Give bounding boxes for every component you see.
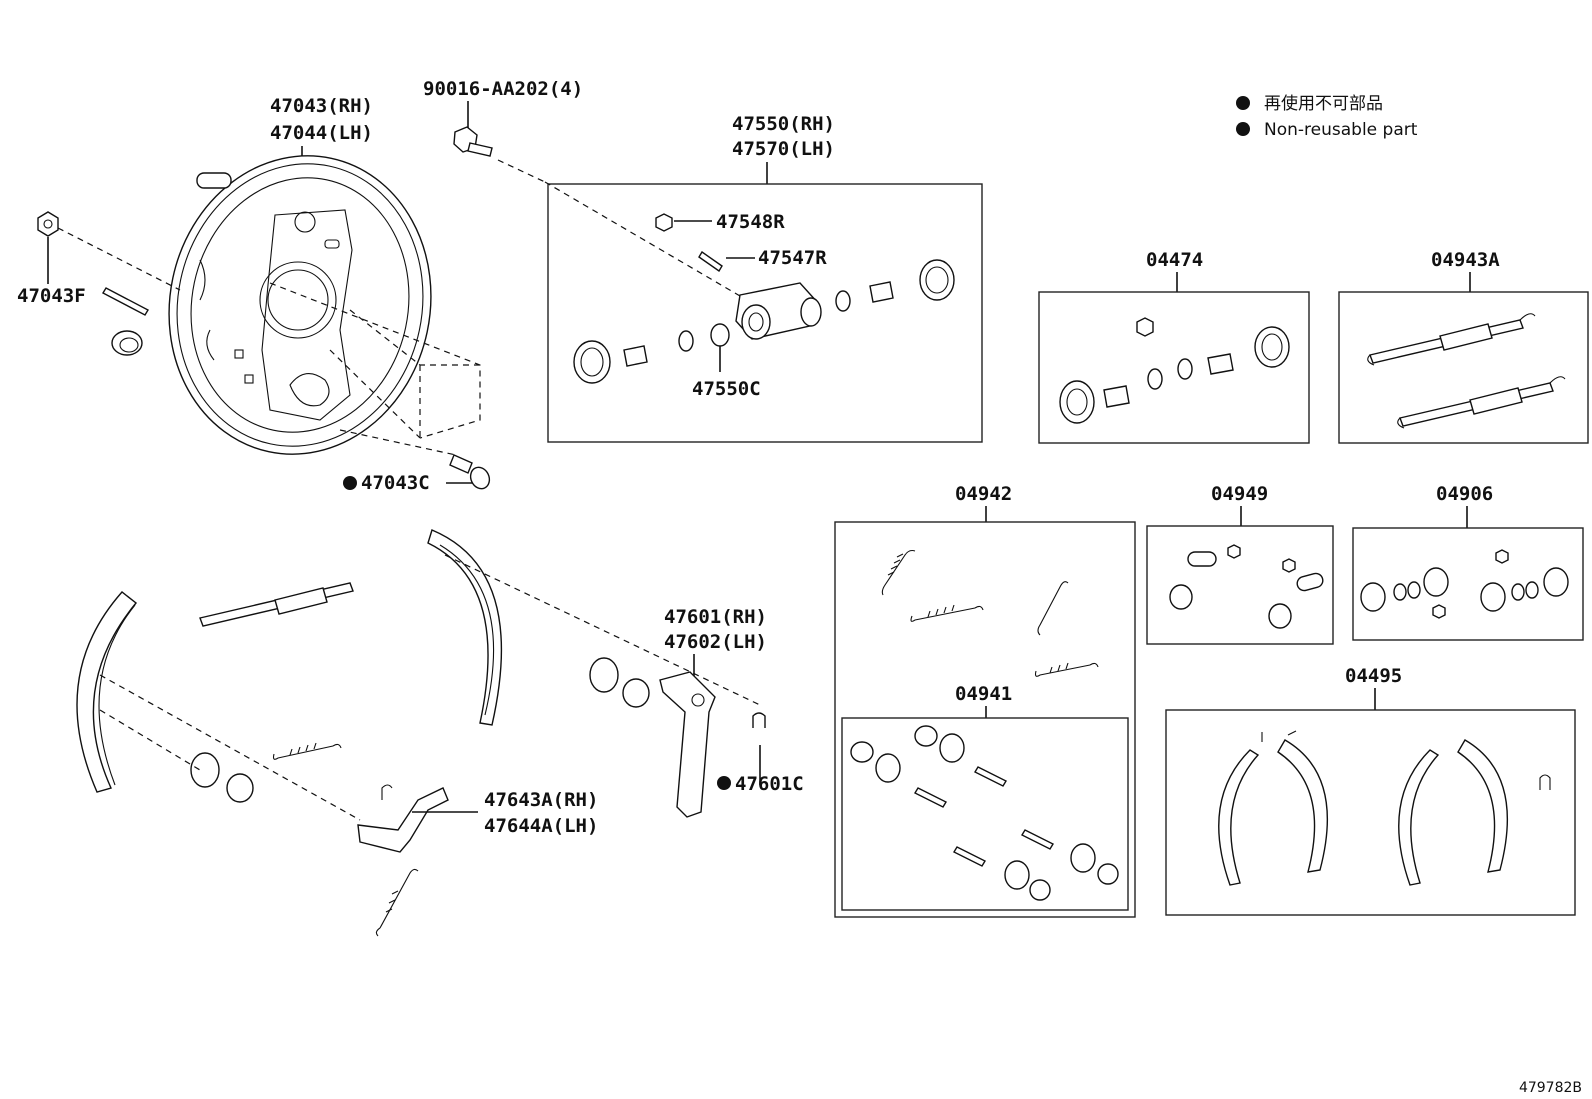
non-reusable-marker-icon [343, 476, 357, 490]
label-47547r: 47547R [758, 247, 827, 269]
non-reusable-marker-icon [1236, 96, 1250, 110]
legend: 再使用不可部品 Non-reusable part [1236, 93, 1418, 140]
part-47643a: 47643A(RH) 47644A(LH) [357, 784, 598, 853]
kit-04495: 04495 [1165, 665, 1576, 916]
wheel-cylinder-assembly: 47550(RH) 47570(LH) 47548R 47547R 47550C [544, 113, 983, 443]
kit-04949: 04949 [1146, 483, 1334, 645]
part-47043f: 47043F [17, 211, 181, 356]
label-47043-rh: 47043(RH) [270, 95, 373, 117]
legend-japanese: 再使用不可部品 [1264, 93, 1383, 114]
label-47550c: 47550C [692, 378, 761, 400]
legend-english: Non-reusable part [1264, 120, 1418, 140]
kit-04943a: 04943A [1338, 249, 1589, 444]
part-90016-aa202: 90016-AA202(4) [423, 78, 583, 183]
label-47601c: 47601C [735, 773, 804, 795]
label-47550-rh: 47550(RH) [732, 113, 835, 135]
label-04495: 04495 [1345, 665, 1402, 687]
label-47043f: 47043F [17, 285, 86, 307]
brake-shoes-lower [76, 529, 761, 937]
part-47601: 47601(RH) 47602(LH) 47601C [659, 606, 804, 818]
label-04474: 04474 [1146, 249, 1203, 271]
kit-04906: 04906 [1352, 483, 1584, 641]
kit-04942: 04942 [834, 483, 1136, 918]
label-04949: 04949 [1211, 483, 1268, 505]
non-reusable-marker-icon [717, 776, 731, 790]
kit-04474: 04474 [1038, 249, 1310, 444]
non-reusable-marker-icon [1236, 122, 1250, 136]
label-04941: 04941 [955, 683, 1012, 705]
label-04906: 04906 [1436, 483, 1493, 505]
label-90016-aa202: 90016-AA202(4) [423, 78, 583, 100]
label-47601-rh: 47601(RH) [664, 606, 767, 628]
diagram-reference-id: 479782B [1519, 1080, 1582, 1096]
label-47602-lh: 47602(LH) [664, 631, 767, 653]
label-47643a-rh: 47643A(RH) [484, 789, 598, 811]
label-47548r: 47548R [716, 211, 785, 233]
label-47570-lh: 47570(LH) [732, 138, 835, 160]
label-04942: 04942 [955, 483, 1012, 505]
label-47644a-lh: 47644A(LH) [484, 815, 598, 837]
label-47044-lh: 47044(LH) [270, 122, 373, 144]
label-04943a: 04943A [1431, 249, 1500, 271]
kit-04941: 04941 [841, 683, 1129, 911]
label-47043c: 47043C [361, 472, 430, 494]
part-47043c: 47043C [339, 429, 491, 494]
backing-plate-assembly: 47043(RH) 47044(LH) [168, 95, 481, 455]
